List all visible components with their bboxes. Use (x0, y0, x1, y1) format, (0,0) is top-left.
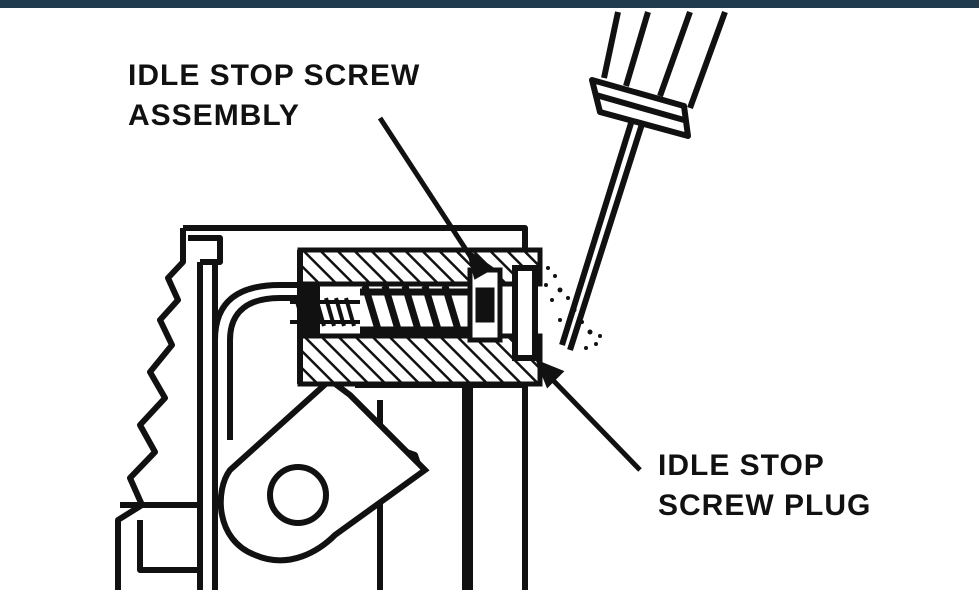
label-idle-stop-screw-assembly: IDLE STOP SCREW ASSEMBLY (128, 56, 420, 136)
label-plug-line1: IDLE STOP (658, 449, 825, 482)
screw-housing (297, 247, 543, 387)
idle-stop-screw (290, 297, 360, 327)
spring (360, 284, 475, 338)
plug-leader-line (546, 373, 642, 472)
label-idle-stop-screw-plug: IDLE STOP SCREW PLUG (658, 446, 871, 526)
throttle-lever (217, 376, 430, 564)
screw-plug (512, 265, 538, 361)
carburetor-body (115, 225, 528, 590)
assembly-arrow-icon (465, 247, 495, 280)
label-assembly-line2: ASSEMBLY (128, 99, 300, 132)
leader-lines (377, 116, 642, 472)
plug-arrow-icon (535, 359, 565, 389)
label-plug-line2: SCREW PLUG (658, 489, 872, 522)
screw-head (467, 267, 503, 343)
screwdriver-icon (559, 10, 728, 351)
label-assembly-line1: IDLE STOP SCREW (128, 59, 421, 92)
top-border (0, 0, 979, 8)
assembly-leader-line (377, 116, 481, 270)
